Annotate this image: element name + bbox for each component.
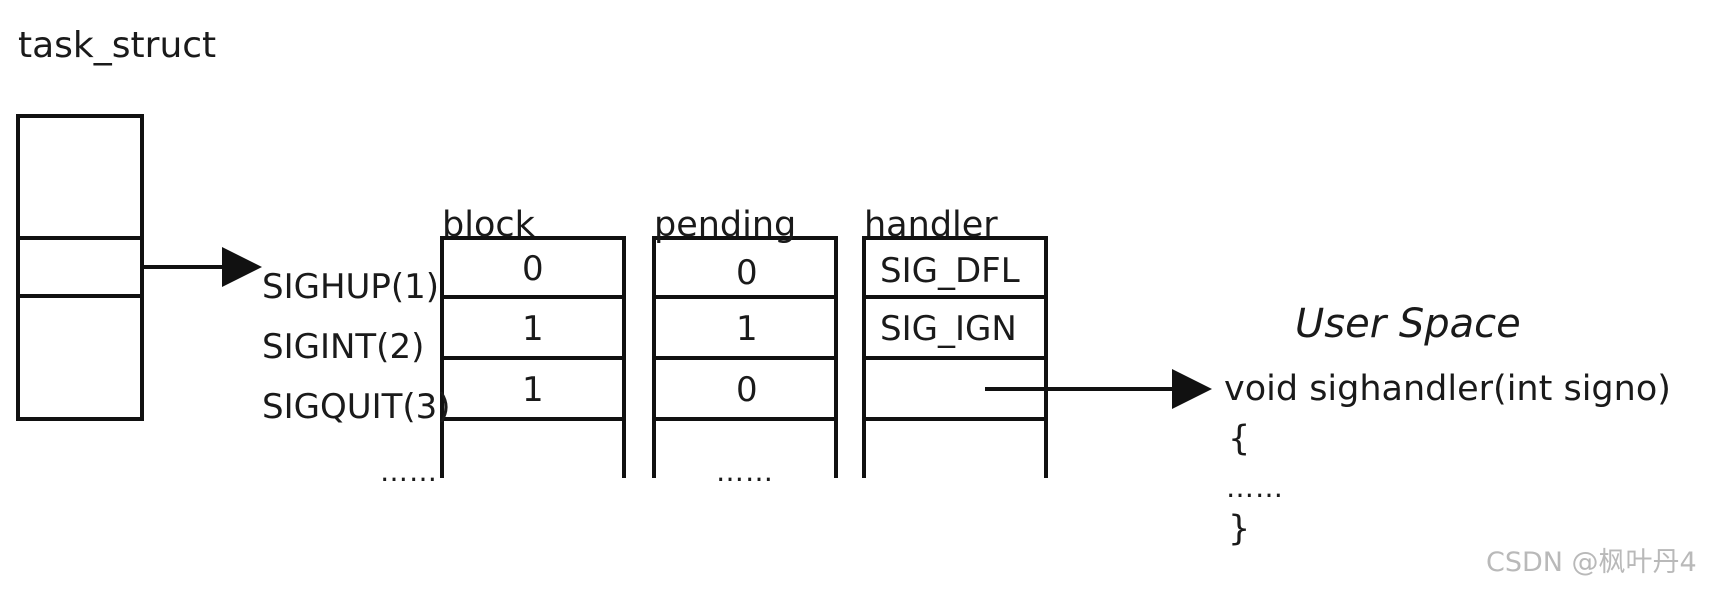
sighandler-close-brace: } — [1228, 509, 1251, 549]
signal-ellipsis: …… — [380, 455, 438, 488]
handler-table — [862, 236, 1048, 478]
block-cell-1: 0 — [522, 249, 544, 289]
handler-cell-1: SIG_DFL — [880, 251, 1020, 291]
column-header-handler: handler — [864, 205, 998, 245]
sighandler-body: …… — [1226, 471, 1284, 504]
signal-label-sighup: SIGHUP(1) — [262, 267, 440, 307]
user-space-title: User Space — [1295, 301, 1521, 347]
pending-cell-2: 1 — [736, 309, 758, 349]
signal-label-sigquit: SIGQUIT(3) — [262, 387, 451, 427]
pending-ellipsis: …… — [716, 455, 774, 488]
watermark: CSDN @枫叶丹4 — [1486, 547, 1697, 578]
task-struct-label: task_struct — [18, 25, 217, 66]
column-header-block: block — [442, 205, 535, 245]
signal-label-sigint: SIGINT(2) — [262, 327, 425, 367]
sighandler-open-brace: { — [1228, 419, 1251, 459]
pending-cell-1: 0 — [736, 253, 758, 293]
sighandler-signature: void sighandler(int signo) — [1224, 369, 1671, 409]
pending-table — [652, 236, 838, 478]
task-struct-box — [16, 114, 144, 421]
handler-cell-2: SIG_IGN — [880, 309, 1017, 349]
pending-cell-3: 0 — [736, 370, 758, 410]
block-table — [440, 236, 626, 478]
block-cell-2: 1 — [522, 309, 544, 349]
column-header-pending: pending — [654, 205, 797, 245]
block-cell-3: 1 — [522, 370, 544, 410]
